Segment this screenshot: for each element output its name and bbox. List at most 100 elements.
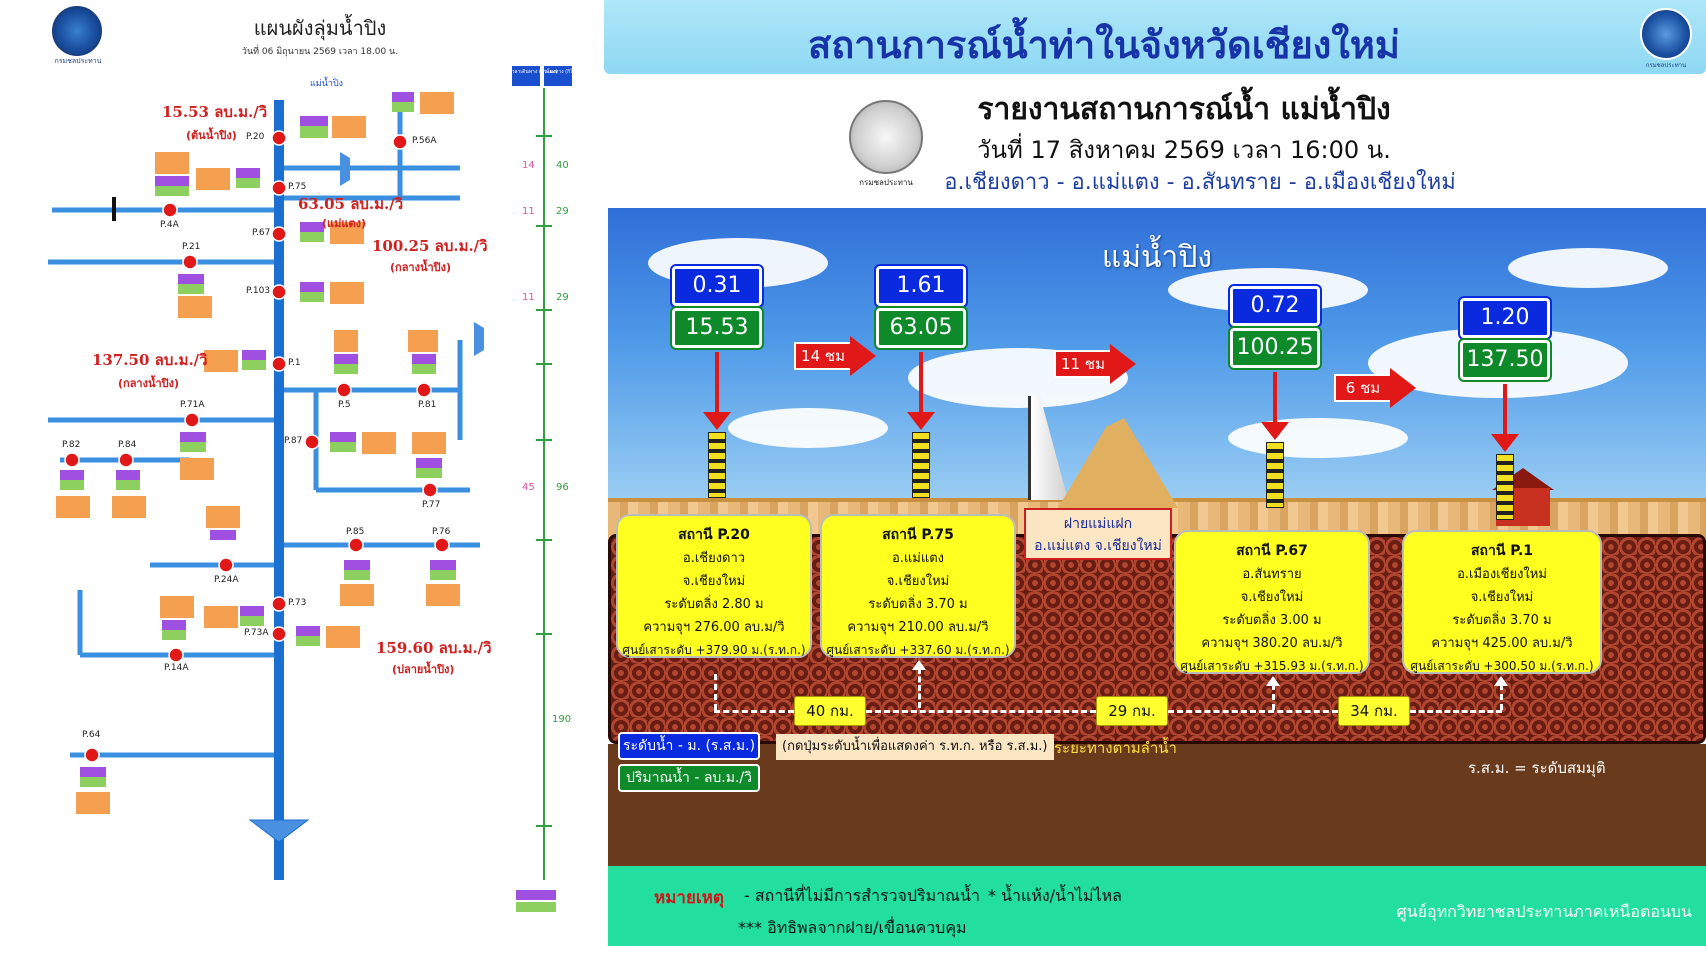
- schematic-date: วันที่ 06 มิถุนายน 2569 เวลา 18.00 น.: [241, 47, 399, 57]
- department-seal-icon: [849, 100, 923, 174]
- station-datum: ศูนย์เสาระดับ +379.90 ม.(ร.ท.ก.): [622, 643, 806, 657]
- banner-title: สถานการณ์น้ำท่าในจังหวัดเชียงใหม่: [808, 22, 1400, 67]
- station-label: P.73A: [244, 628, 269, 638]
- station-bank-level: ระดับตลิ่ง 3.00 ม: [1222, 613, 1322, 628]
- schematic-title: แผนผังลุ่มน้ำปิง: [253, 16, 387, 40]
- station-bank-level: ระดับตลิ่ง 3.70 ม: [1452, 613, 1552, 628]
- flow-label-4: 137.50 ลบ.ม./วิ: [92, 351, 208, 369]
- travel-time-label: 11 ชม: [1054, 350, 1110, 378]
- station-label: P.81: [418, 400, 437, 410]
- station-datum: ศูนย์เสาระดับ +337.60 ม.(ร.ท.ก.): [826, 643, 1010, 657]
- station-level-button[interactable]: 1.20: [1458, 296, 1552, 340]
- report-districts: อ.เชียงดาว - อ.แม่แตง - อ.สันทราย - อ.เม…: [944, 170, 1456, 195]
- station-capacity: ความจุฯ 276.00 ลบ.ม/วิ: [643, 620, 785, 635]
- hydrology-center-name: ศูนย์อุทกวิทยาชลประทานภาคเหนือตอนบน: [1396, 902, 1692, 921]
- weir-name: ฝายแม่แฝก: [1063, 516, 1133, 532]
- travel-time-label: 14 ชม: [794, 342, 850, 370]
- datum-note: ร.ส.ม. = ระดับสมมุติ: [1468, 759, 1606, 777]
- schematic-diagram: [48, 66, 572, 912]
- station-capacity: ความจุฯ 425.00 ลบ.ม/วิ: [1431, 636, 1573, 651]
- station-level-button[interactable]: 0.72: [1228, 284, 1322, 328]
- distance-label: 34 กม.: [1338, 696, 1410, 726]
- staff-gauge-icon: [1266, 442, 1284, 508]
- station-label: P.21: [182, 242, 201, 252]
- footer-remarks: หมายเหตุ - สถานีที่ไม่มีการสำรวจปริมาณน้…: [608, 866, 1706, 946]
- flow-sub-3: (กลางน้ำปิง): [390, 261, 452, 274]
- arrow-down-icon: [703, 412, 731, 430]
- station-flow-value: 15.53: [670, 306, 764, 350]
- station-datum: ศูนย์เสาระดับ +300.50 ม.(ร.ท.ก.): [1410, 659, 1594, 673]
- station-label: P.4A: [160, 220, 179, 230]
- arrow-down-icon: [1491, 434, 1519, 452]
- station-district: อ.แม่แตง: [891, 551, 945, 566]
- arrow-down-icon: [1261, 422, 1289, 440]
- station-province: จ.เชียงใหม่: [682, 574, 746, 589]
- seal-caption: กรมชลประทาน: [859, 178, 913, 187]
- station-label: P.75: [288, 182, 307, 192]
- weir-location: อ.แม่แตง จ.เชียงใหม่: [1034, 538, 1162, 554]
- flow-sub-5: (ปลายน้ำปิง): [392, 663, 455, 676]
- remark-dry: * น้ำแห้ง/น้ำไม่ไหล: [988, 886, 1122, 905]
- arrow-up-icon: [1266, 676, 1280, 686]
- station-province: จ.เชียงใหม่: [1240, 590, 1304, 605]
- station-name: สถานี P.67: [1236, 543, 1308, 559]
- station-label: P.56A: [412, 136, 437, 146]
- river-name: แม่น้ำปิง: [1101, 240, 1213, 275]
- water-situation-panel: สถานการณ์น้ำท่าในจังหวัดเชียงใหม่ กรมชลป…: [604, 0, 1706, 960]
- level-unit-toggle[interactable]: ระดับน้ำ - ม. (ร.ส.ม.): [618, 732, 760, 760]
- station-label: P.1: [288, 358, 301, 368]
- station-label: P.82: [62, 440, 81, 450]
- staff-gauge-icon: [1496, 454, 1514, 520]
- station-label: P.67: [252, 228, 271, 238]
- station-province: จ.เชียงใหม่: [886, 574, 950, 589]
- station-label: P.76: [432, 527, 451, 537]
- station-capacity: ความจุฯ 380.20 ลบ.ม/วิ: [1201, 636, 1343, 651]
- station-level-button[interactable]: 1.61: [874, 264, 968, 308]
- arrow-up-icon: [1494, 676, 1508, 686]
- station-name: สถานี P.75: [882, 527, 954, 543]
- station-capacity: ความจุฯ 210.00 ลบ.ม/วิ: [847, 620, 989, 635]
- report-date: วันที่ 17 สิงหาคม 2569 เวลา 16:00 น.: [977, 136, 1391, 164]
- station-flow-value: 63.05: [874, 306, 968, 350]
- station-label: P.64: [82, 730, 101, 740]
- station-card: สถานี P.1 อ.เมืองเชียงใหม่ จ.เชียงใหม่ ร…: [1402, 530, 1602, 674]
- river-source-label: แม่น้ำปิง: [310, 79, 344, 89]
- staff-gauge-icon: [912, 432, 930, 498]
- station-label: P.5: [338, 400, 351, 410]
- distance-pink: 14: [522, 160, 535, 171]
- station-card: สถานี P.20 อ.เชียงดาว จ.เชียงใหม่ ระดับต…: [616, 514, 812, 658]
- rid-logo-icon: [52, 6, 102, 56]
- header-banner: สถานการณ์น้ำท่าในจังหวัดเชียงใหม่ กรมชลป…: [604, 0, 1706, 74]
- flow-label-1: 15.53 ลบ.ม./วิ: [162, 103, 268, 121]
- distance-green: 29: [556, 292, 569, 303]
- legend-time-header: เวลาเดินทาง (ชั่วโมง): [510, 69, 558, 75]
- rid-logo-icon: [1640, 8, 1692, 60]
- legend-distance-header: ระยะทาง (กิโลเมตร): [544, 69, 589, 75]
- distance-green: 190: [552, 714, 572, 725]
- remark-no-survey: - สถานีที่ไม่มีการสำรวจปริมาณน้ำ: [744, 886, 980, 905]
- station-district: อ.สันทราย: [1242, 567, 1302, 582]
- station-level-button[interactable]: 0.31: [670, 264, 764, 308]
- station-label: P.87: [284, 436, 303, 446]
- flow-label-5: 159.60 ลบ.ม./วิ: [376, 639, 492, 657]
- station-name: สถานี P.1: [1470, 543, 1534, 559]
- logo-caption: กรมชลประทาน: [1645, 62, 1687, 69]
- flow-sub-1: (ต้นน้ำปิง): [186, 129, 237, 142]
- flow-unit-label: ปริมาณน้ำ - ลบ.ม./วิ: [618, 764, 760, 792]
- station-district: อ.เมืองเชียงใหม่: [1457, 567, 1547, 582]
- distance-pink: 11: [522, 206, 535, 217]
- distance-green: 96: [556, 482, 569, 493]
- distance-label: 40 กม.: [794, 696, 866, 726]
- station-label: P.73: [288, 598, 307, 608]
- station-label: P.14A: [164, 663, 189, 673]
- distance-green: 40: [556, 160, 569, 171]
- distance-pink: 11: [522, 292, 535, 303]
- flow-label-2: 63.05 ลบ.ม./วิ: [298, 195, 404, 213]
- flow-sub-4: (กลางน้ำปิง): [118, 377, 180, 390]
- station-label: P.77: [422, 500, 441, 510]
- station-datum: ศูนย์เสาระดับ +315.93 ม.(ร.ท.ก.): [1180, 659, 1364, 673]
- distance-green: 29: [556, 206, 569, 217]
- arrow-down-icon: [907, 412, 935, 430]
- station-label: P.20: [246, 132, 265, 142]
- report-title: รายงานสถานการณ์น้ำ แม่น้ำปิง: [977, 92, 1391, 127]
